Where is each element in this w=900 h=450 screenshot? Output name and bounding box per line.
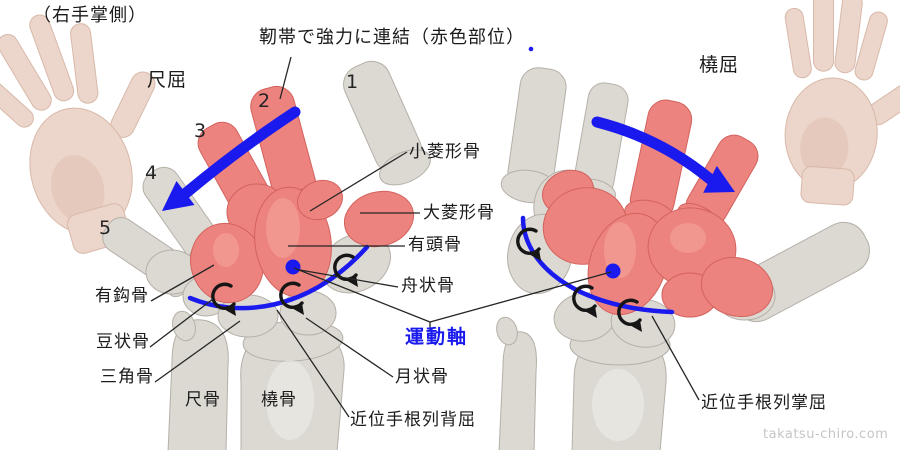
lunate-label: 月状骨 <box>395 367 449 387</box>
leader-lines <box>149 56 700 418</box>
rotation-arrows <box>211 227 642 332</box>
palmarflexion-leader <box>651 315 700 401</box>
palmarflexion-label: 近位手根列掌屈 <box>701 393 827 413</box>
pisiform-label: 豆状骨 <box>96 332 150 352</box>
radial-deviation-label: 橈屈 <box>699 54 740 76</box>
triquetrum-leader <box>154 320 241 383</box>
right-rotation-arrow-3 <box>617 298 642 332</box>
right-ulna-bone <box>498 331 537 450</box>
left-trapezium-bone <box>343 190 415 248</box>
left-lunate-bone <box>279 290 337 336</box>
ulnar-deviation-arrow <box>180 106 301 199</box>
dorsiflexion-leader <box>276 309 350 418</box>
motion-axis-label: 運動軸 <box>405 326 469 348</box>
trapezoid-label: 小菱形骨 <box>409 142 481 162</box>
right-hand-photo <box>784 0 900 206</box>
right-skeleton <box>496 67 870 450</box>
metacarpal-number-2: 2 <box>258 90 271 112</box>
radial-deviation-arrow <box>591 116 716 185</box>
left-ulna-bone <box>167 319 229 450</box>
trapezoid-leader <box>309 151 408 212</box>
left-rotation-arrow-1 <box>211 282 236 316</box>
metacarpal-number-1: 1 <box>346 71 359 93</box>
right-rotation-arrow-2 <box>572 284 597 318</box>
radial-deviation-arrowhead <box>703 165 735 193</box>
pisiform-leader <box>149 298 214 348</box>
annotation-ink <box>162 46 735 315</box>
right-axis-dot <box>605 263 621 279</box>
left-rotation-arrow-2 <box>279 281 304 315</box>
capitate-label: 有頭骨 <box>408 235 462 255</box>
scaphoid-label: 舟状骨 <box>401 276 455 296</box>
ink-speck <box>528 46 534 52</box>
metacarpal-number-3: 3 <box>194 120 207 142</box>
ligament-note-black: 靭帯で強力に連結 <box>259 27 411 48</box>
axis-leader-left <box>293 267 431 323</box>
trapezium-label: 大菱形骨 <box>423 203 495 223</box>
title-leader <box>279 56 292 100</box>
right-trapezium-bone <box>700 256 774 318</box>
dorsiflexion-label: 近位手根列背屈 <box>350 410 476 430</box>
triquetrum-label: 三角骨 <box>100 367 154 387</box>
watermark: takatsu-chiro.com <box>763 427 889 442</box>
ulnar-deviation-label: 尺屈 <box>147 69 188 91</box>
axis-leader-right <box>429 271 612 323</box>
metacarpal-number-5: 5 <box>99 217 112 239</box>
ligament-note-red: （赤色部位） <box>411 27 525 48</box>
radius-label: 橈骨 <box>261 390 297 410</box>
left-motion-arc <box>187 244 370 311</box>
left-metacarpal-1 <box>343 60 431 186</box>
right-motion-arc <box>520 215 675 315</box>
hamate-leader <box>150 264 215 302</box>
left-axis-dot <box>285 259 301 275</box>
right-ulna-styloid <box>496 316 518 346</box>
ligament-note-label: 靭帯で強力に連結（赤色部位） <box>259 28 525 48</box>
ulnar-deviation-arrowhead <box>162 181 195 211</box>
right-rotation-arrow-1 <box>516 227 541 261</box>
metacarpal-number-4: 4 <box>145 162 158 184</box>
scaphoid-leader <box>299 269 399 288</box>
ulna-label: 尺骨 <box>185 390 221 410</box>
view-side-label: （右手掌側） <box>33 5 147 26</box>
lunate-leader <box>305 317 394 378</box>
hamate-label: 有鈎骨 <box>95 286 149 306</box>
